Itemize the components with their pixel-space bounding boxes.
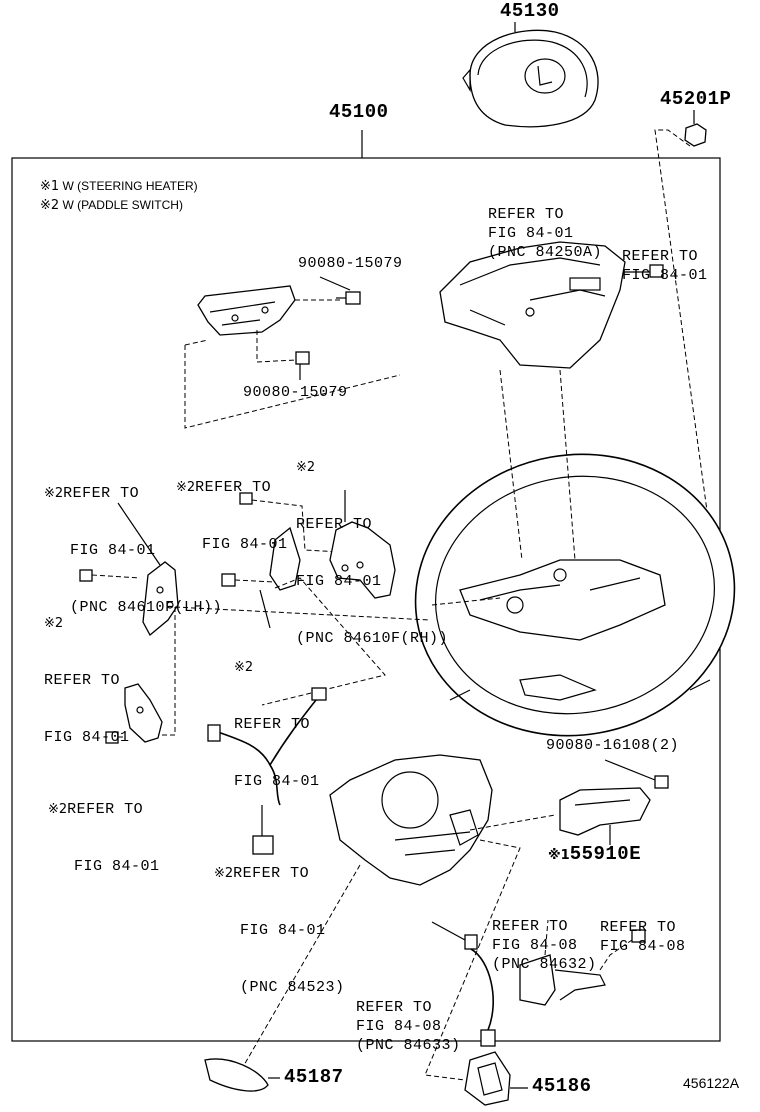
label-45100: 45100 xyxy=(329,101,389,123)
clip-part-left xyxy=(269,526,301,591)
label-bolt-upper-1: 90080-15079 xyxy=(298,255,403,272)
label-bolt-ecu: 90080-16108(2) xyxy=(546,737,680,754)
ref-left-low: ※2REFER TO FIG 84-01 xyxy=(48,801,160,875)
switch-part-right xyxy=(519,954,606,1006)
label-bolt-upper-2: 90080-15079 xyxy=(243,384,348,401)
harness-right-part xyxy=(464,934,496,1047)
label-45130: 45130 xyxy=(500,0,560,22)
illustration-code: 456122A xyxy=(683,1075,740,1091)
ref-mid-a: ※2REFER TO FIG 84-01 xyxy=(176,479,288,553)
ref-paddle-lh: ※2REFER TO FIG 84-01 (PNC 84610F(LH)) xyxy=(44,485,223,616)
label-45186: 45186 xyxy=(532,1075,592,1097)
ref-center-mid: ※2 REFER TO FIG 84-01 xyxy=(234,660,320,790)
ref-paddle-rh: ※2 REFER TO FIG 84-01 (PNC 84610F(RH)) xyxy=(296,460,449,647)
cover-strip-part xyxy=(204,1058,269,1092)
note-2: ※2 W (PADDLE SWITCH) xyxy=(40,198,183,213)
harness-part xyxy=(207,687,327,855)
heater-switch-part xyxy=(197,285,296,336)
label-45201p: 45201P xyxy=(660,88,732,110)
ecu-part xyxy=(559,787,651,836)
label-45187: 45187 xyxy=(284,1066,344,1088)
airbag-part xyxy=(462,22,599,128)
steering-wheel-part xyxy=(414,453,736,737)
ref-harness: ※2REFER TO FIG 84-01 (PNC 84523) xyxy=(214,865,345,996)
nut-part xyxy=(684,110,707,147)
paddle-lh-part xyxy=(142,561,179,637)
label-55910e: ※155910E xyxy=(548,843,642,865)
bezel-part xyxy=(464,1051,511,1106)
paddle-rh-part xyxy=(329,521,396,599)
upper-switch-part xyxy=(439,241,626,369)
ref-left-mid: ※2 REFER TO FIG 84-01 xyxy=(44,616,130,746)
bracket-lower-left xyxy=(124,683,163,743)
note-1: ※1 W (STEERING HEATER) xyxy=(40,179,198,194)
lower-cover-part xyxy=(329,754,493,886)
